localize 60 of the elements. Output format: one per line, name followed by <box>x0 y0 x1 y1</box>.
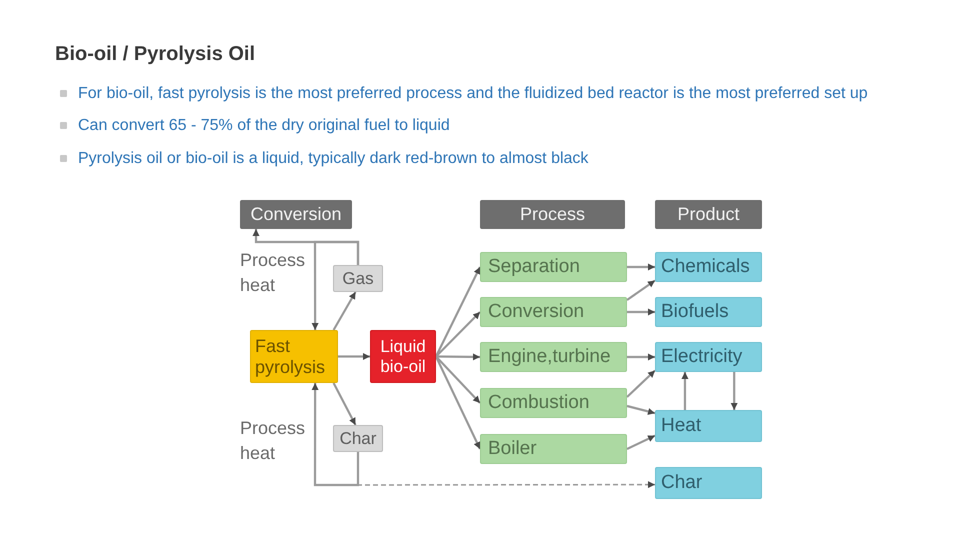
arrow <box>730 372 738 410</box>
header-box <box>240 200 352 229</box>
arrow <box>357 452 655 488</box>
arrow <box>627 354 655 360</box>
byproduct-box <box>333 425 383 452</box>
arrow <box>626 434 656 450</box>
header-box <box>480 200 625 229</box>
arrow <box>681 372 688 410</box>
process-box <box>480 252 627 282</box>
arrow <box>435 356 481 404</box>
process-box <box>480 297 627 327</box>
bullet-text: Pyrolysis oil or bio-oil is a liquid, typically dark red-brown to almost black <box>78 149 588 168</box>
bullet-text: Can convert 65 - 75% of the dry original fuel to liquid <box>78 116 450 135</box>
node-text: Biofuels <box>661 301 729 323</box>
arrow <box>436 353 480 360</box>
arrow <box>435 266 481 357</box>
node-text: Separation <box>488 256 580 278</box>
arrow <box>332 291 356 331</box>
node-text: Engine,turbine <box>488 346 611 368</box>
product-box <box>370 330 436 383</box>
flow-label: Process heat <box>240 417 306 465</box>
process-box <box>480 434 627 464</box>
arrow <box>312 383 360 486</box>
node-text: Electricity <box>661 346 742 368</box>
process-box <box>480 342 627 372</box>
node-text: Gas <box>342 268 374 288</box>
node-text: Char <box>661 472 702 494</box>
arrow <box>627 264 655 270</box>
arrow <box>627 308 655 316</box>
node-text: Conversion <box>250 204 342 225</box>
node-text: Heat <box>661 415 702 437</box>
node-text: Combustion <box>488 392 590 414</box>
process-box <box>250 330 338 383</box>
arrow <box>435 356 481 450</box>
arrow <box>626 370 656 398</box>
node-text: Fast pyrolysis <box>255 336 326 378</box>
arrow <box>338 353 370 360</box>
header-box <box>655 200 762 229</box>
flow-label: Process heat <box>240 249 306 297</box>
product-box <box>655 342 762 372</box>
node-text: Process <box>520 204 586 225</box>
process-box <box>480 388 627 418</box>
node-text: Chemicals <box>661 256 750 278</box>
node-text: Liquid bio-oil <box>379 336 427 376</box>
product-box <box>655 467 762 499</box>
node-text: Char <box>340 428 376 448</box>
arrow <box>626 404 656 415</box>
arrow <box>332 382 356 426</box>
arrow <box>435 311 481 358</box>
product-box <box>655 410 762 442</box>
product-box <box>655 297 762 327</box>
product-box <box>655 252 762 282</box>
node-text: Boiler <box>488 438 537 460</box>
arrow <box>252 229 360 265</box>
byproduct-box <box>333 265 383 292</box>
slide-title: Bio-oil / Pyrolysis Oil <box>55 43 256 66</box>
arrow <box>626 280 656 301</box>
node-text: Conversion <box>488 301 584 323</box>
node-text: Product <box>677 204 740 225</box>
bullet-text: For bio-oil, fast pyrolysis is the most preferred process and the fluidized bed reactor is the most preferred set up <box>78 84 868 103</box>
